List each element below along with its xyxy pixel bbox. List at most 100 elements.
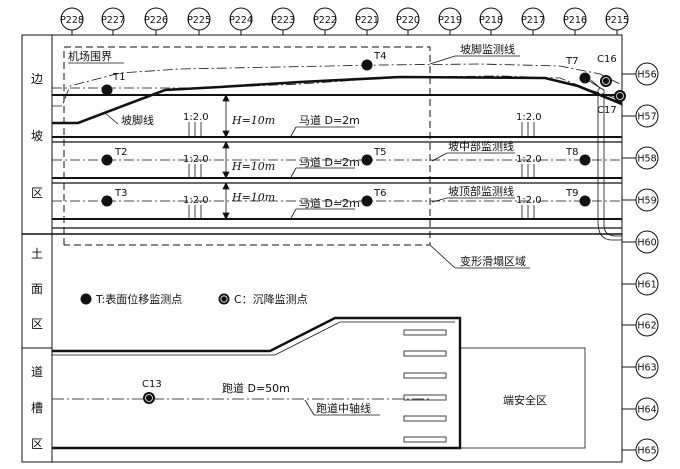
right-axis-h64: H64 bbox=[622, 397, 659, 421]
top-axis-p217: P217 bbox=[521, 7, 545, 35]
top-axis-label: P225 bbox=[187, 15, 211, 26]
right-axis-label: H59 bbox=[637, 196, 656, 207]
right-axis-label: H62 bbox=[637, 321, 656, 332]
monitor-point-label: T9 bbox=[565, 188, 578, 199]
legend-c-marker bbox=[218, 293, 230, 305]
slope-toe-label: 坡脚线 bbox=[121, 113, 154, 127]
right-axis-label: H60 bbox=[637, 238, 656, 249]
airport-fence-label: 机场围界 bbox=[68, 49, 112, 63]
zone-trough-1: 道 bbox=[31, 365, 43, 379]
right-axis-h56: H56 bbox=[622, 62, 659, 86]
top-axis-p219: P219 bbox=[438, 7, 462, 35]
right-axis-label: H65 bbox=[637, 446, 656, 457]
slope-toe-leader bbox=[104, 112, 119, 125]
top-monitor-leader bbox=[431, 197, 448, 203]
slope-ratio-label: 1:2.0 bbox=[516, 195, 542, 206]
top-axis-label: P226 bbox=[144, 15, 168, 26]
right-edge-curves bbox=[584, 77, 622, 241]
top-axis-p226: P226 bbox=[144, 7, 168, 35]
top-axis-p222: P222 bbox=[313, 7, 337, 35]
deform-zone-leader bbox=[429, 244, 456, 269]
slope-ratio-mark: 1:2.0 bbox=[516, 112, 542, 136]
settle-point-c17: C17 bbox=[597, 90, 626, 116]
monitor-point-label: T2 bbox=[114, 147, 127, 158]
right-axis-h61: H61 bbox=[622, 272, 659, 296]
monitor-point-t1: T1 bbox=[101, 72, 125, 96]
slope-ratio-label: 1:2.0 bbox=[183, 112, 209, 123]
top-axis-label: P215 bbox=[605, 15, 629, 26]
threshold-bar bbox=[403, 394, 447, 401]
legend-c-label: C：沉降监测点 bbox=[234, 292, 308, 306]
right-axis-h65: H65 bbox=[622, 438, 659, 462]
end-safety-zone-label: 端安全区 bbox=[503, 393, 547, 407]
slope-ratio-mark: 1:2.0 bbox=[516, 154, 542, 178]
deform-zone-label: 变形滑塌区域 bbox=[460, 254, 526, 268]
monitor-point-t3: T3 bbox=[101, 188, 127, 207]
monitor-point-label: T7 bbox=[565, 56, 578, 67]
threshold-bar bbox=[403, 436, 447, 443]
mid-monitor-leader bbox=[431, 152, 448, 162]
zone-slope-2: 坡 bbox=[31, 129, 43, 143]
height-dim-2: H=10m bbox=[231, 160, 275, 173]
top-axis-label: P223 bbox=[271, 15, 295, 26]
end-safety-zone bbox=[459, 347, 586, 449]
legend-t-marker bbox=[80, 293, 92, 305]
top-axis-p223: P223 bbox=[271, 7, 295, 35]
top-axis-label: P218 bbox=[479, 15, 503, 26]
zone-earth-2: 面 bbox=[31, 282, 43, 296]
right-axis-h62: H62 bbox=[622, 313, 659, 337]
threshold-bar bbox=[403, 415, 447, 422]
monitor-dashdot-lines bbox=[52, 159, 622, 202]
settle-point-label: C16 bbox=[597, 54, 617, 65]
threshold-bar bbox=[403, 350, 447, 357]
berm-road-1: 马道 D=2m bbox=[299, 113, 360, 127]
threshold-bar bbox=[403, 372, 447, 379]
slope-ratio-label: 1:2.0 bbox=[516, 112, 542, 123]
slope-ratio-label: 1:2.0 bbox=[516, 154, 542, 165]
height-dim-3: H=10m bbox=[231, 191, 275, 204]
berm-road-3: 马道 D=2m bbox=[299, 196, 360, 210]
berm-road-3-arrow bbox=[289, 208, 297, 221]
zone-labels: 边 坡 区 土 面 区 道 槽 区 bbox=[31, 72, 43, 451]
top-axis-label: P228 bbox=[60, 15, 84, 26]
top-axis-p218: P218 bbox=[479, 7, 503, 35]
legend-c-marker-ring bbox=[220, 295, 228, 303]
slope-toe-line bbox=[52, 75, 623, 125]
right-axis-h59: H59 bbox=[622, 188, 659, 212]
monitor-point-t7: T7 bbox=[565, 56, 591, 84]
threshold-bar bbox=[403, 329, 447, 336]
top-axis-p215: P215 bbox=[605, 7, 629, 35]
right-axis-label: H64 bbox=[637, 405, 656, 416]
toe-monitor-leader bbox=[429, 55, 456, 65]
monitor-point-label: T4 bbox=[373, 51, 386, 62]
top-axis-p224: P224 bbox=[229, 7, 253, 35]
right-axis-h60: H60 bbox=[622, 230, 659, 254]
monitor-point-t9: T9 bbox=[565, 188, 591, 207]
right-axis-h58: H58 bbox=[622, 146, 659, 170]
slope-ratio-mark: 1:2.0 bbox=[183, 112, 209, 136]
top-axis-label: P224 bbox=[229, 15, 253, 26]
top-axis-p225: P225 bbox=[187, 7, 211, 35]
berm-road-2-arrow bbox=[289, 167, 297, 180]
monitor-point-label: T8 bbox=[565, 147, 578, 158]
zone-trough-2: 槽 bbox=[31, 401, 43, 415]
legend-t-label: T:表面位移监测点 bbox=[95, 292, 182, 306]
slope-ratio-mark: 1:2.0 bbox=[183, 154, 209, 178]
monitor-point-t8: T8 bbox=[565, 147, 591, 166]
settle-point-c13: C13 bbox=[142, 379, 162, 404]
right-axis-h57: H57 bbox=[622, 104, 659, 128]
deform-zone-boundary bbox=[63, 46, 431, 246]
bench-lines bbox=[52, 94, 622, 229]
slope-ratio-label: 1:2.0 bbox=[183, 154, 209, 165]
airport-fence-line bbox=[52, 63, 623, 107]
zone-slope-1: 边 bbox=[31, 72, 43, 86]
top-axis-p221: P221 bbox=[355, 7, 379, 35]
top-axis-label: P222 bbox=[313, 15, 337, 26]
slope-ratio-label: 1:2.0 bbox=[183, 195, 209, 206]
mid-monitor-label: 坡中部监测线 bbox=[448, 139, 514, 153]
runway-axis-label: 跑道中轴线 bbox=[316, 401, 371, 415]
monitor-point-label: T1 bbox=[112, 72, 125, 83]
berm-road-1-arrow bbox=[289, 126, 297, 139]
